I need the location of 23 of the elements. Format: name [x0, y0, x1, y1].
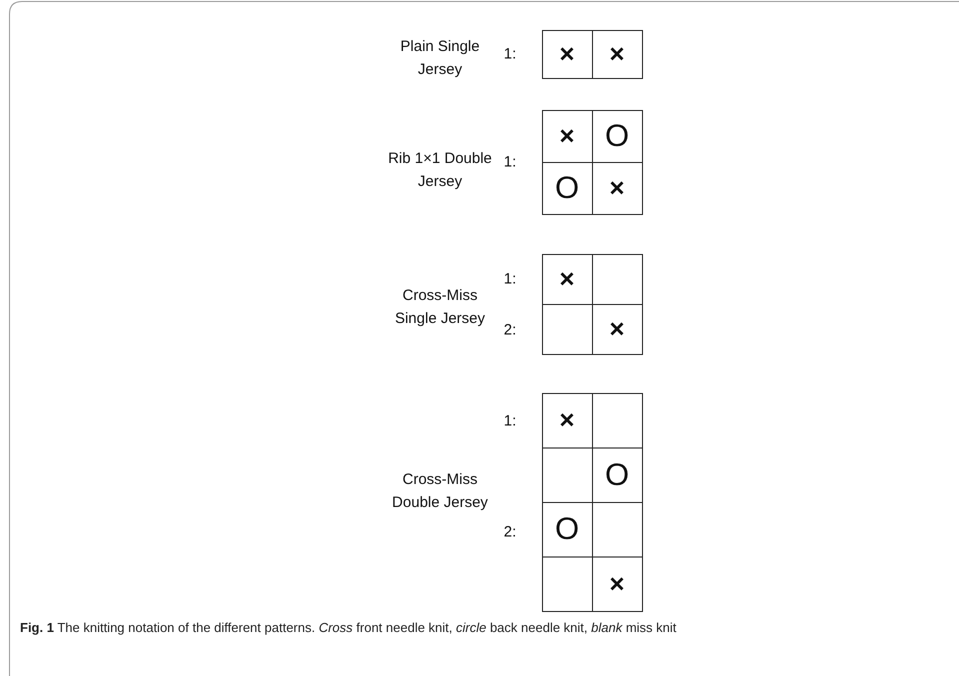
figure-caption: Fig. 1 The knitting notation of the different patterns. Cross front needle knit, circle back needle knit, blank miss knit — [20, 619, 678, 637]
cross-mark: × — [559, 120, 575, 152]
row-number: 1: — [504, 154, 516, 170]
circle-mark: O — [604, 457, 630, 493]
pattern-name: Rib 1×1 Double Jersey — [387, 149, 493, 192]
row-number: 2: — [504, 322, 516, 338]
cross-mark: × — [559, 404, 575, 436]
pattern-name: Cross-Miss Double Jersey — [391, 470, 489, 513]
pattern-name: Cross-Miss Single Jersey — [394, 286, 486, 329]
row-number: 2: — [504, 524, 516, 540]
pattern-name: Plain Single Jersey — [399, 37, 481, 80]
cross-mark: × — [609, 314, 625, 344]
circle-mark: O — [604, 118, 630, 154]
row-number: 1: — [504, 46, 516, 62]
cross-mark: × — [609, 568, 625, 600]
cross-mark: × — [559, 38, 575, 70]
cross-mark: × — [609, 38, 625, 70]
row-number: 1: — [504, 412, 516, 430]
row-number: 1: — [504, 270, 516, 288]
cross-mark: × — [609, 172, 625, 204]
circle-mark: O — [554, 511, 580, 547]
cross-mark: × — [559, 264, 575, 294]
circle-mark: O — [554, 170, 580, 206]
